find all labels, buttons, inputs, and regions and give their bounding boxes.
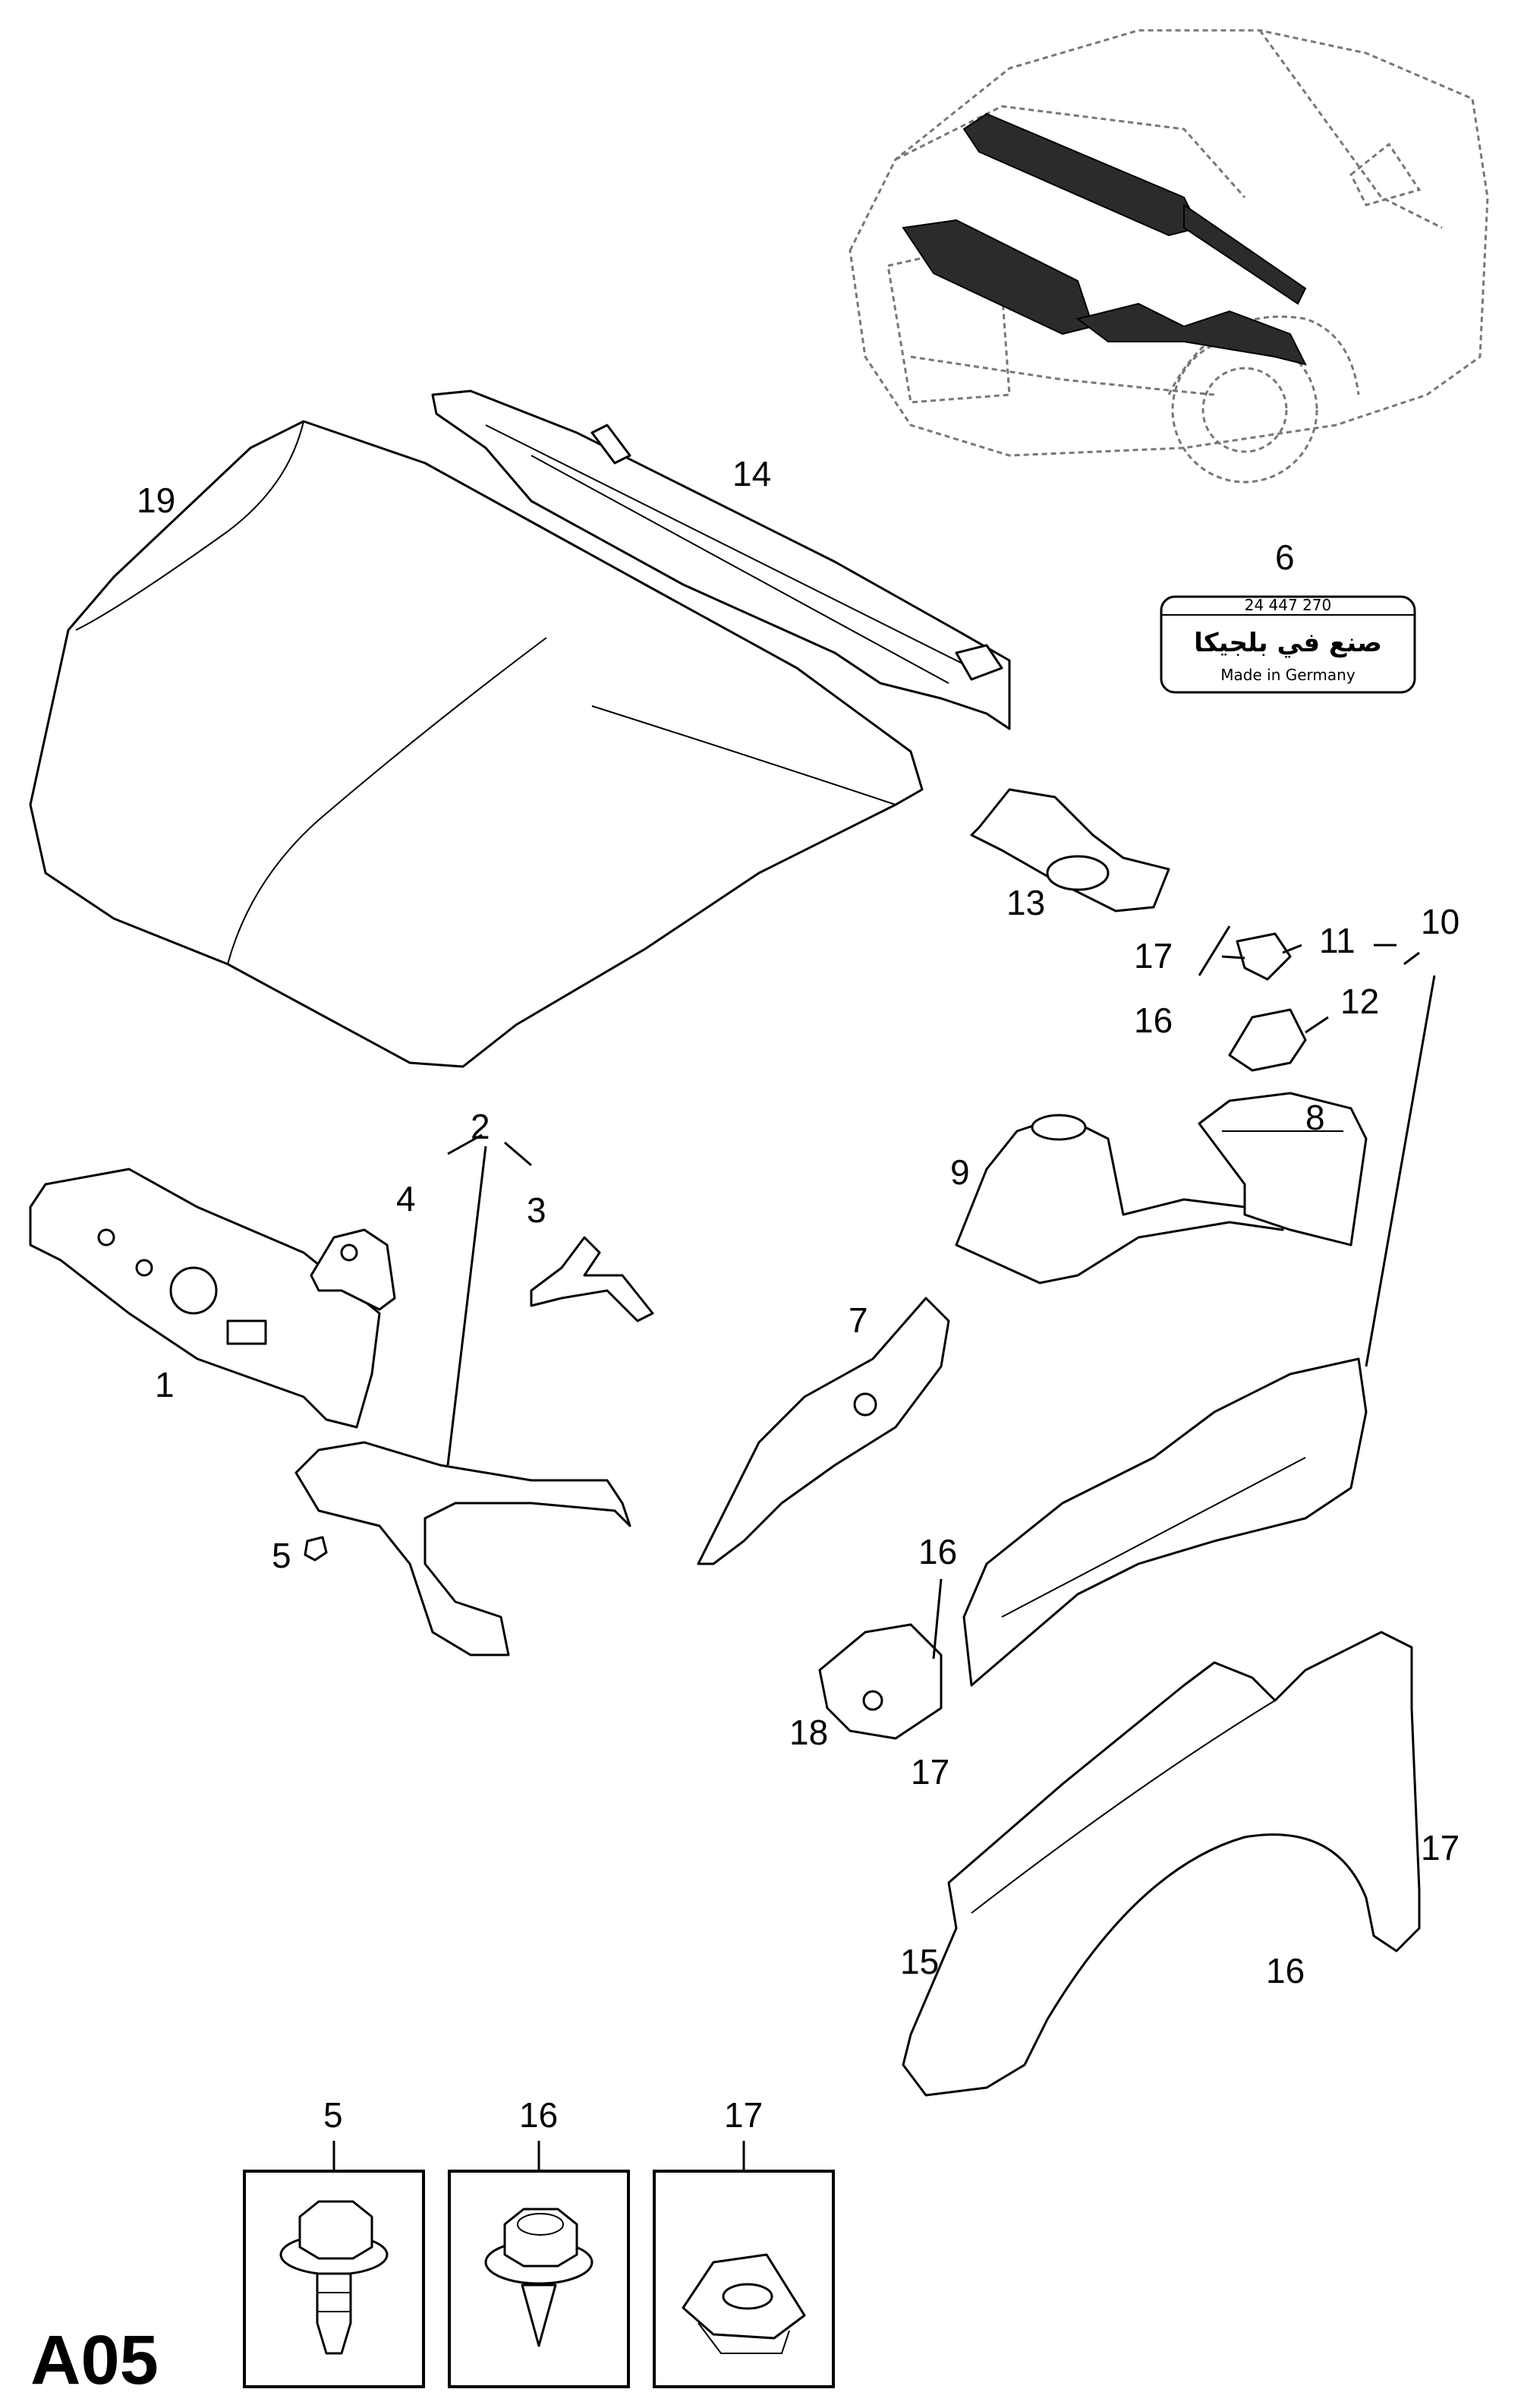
part-2-carrier [294, 1441, 631, 1656]
label-arabic-text: صنع في بلجيكا [1194, 628, 1382, 658]
part-4-bracket [310, 1228, 396, 1311]
callout-12: 12 [1340, 982, 1379, 1021]
callout-14: 14 [732, 454, 771, 493]
hex-bolt-icon [279, 2200, 389, 2355]
callout-7: 7 [849, 1300, 868, 1340]
part-hood [29, 420, 924, 1068]
clip-nut-icon [682, 2253, 806, 2354]
fastener-box-5 [243, 2141, 425, 2388]
label-plate [1160, 595, 1416, 694]
callout-19: 19 [137, 481, 175, 520]
part-7-apron [697, 1297, 950, 1565]
part-5-bolt-small [304, 1536, 328, 1562]
part-10-inner-panel [962, 1357, 1368, 1687]
callout-16: 16 [1266, 1951, 1305, 1990]
part-11-bracket [1236, 932, 1292, 981]
callout-5: 5 [272, 1536, 291, 1575]
part-front-panel [29, 1168, 381, 1429]
page-code: A05 [30, 2321, 159, 2399]
callout-17: 17 [1134, 936, 1173, 975]
part-cowl-panel [431, 389, 1011, 730]
callout-9: 9 [950, 1152, 970, 1192]
part-13-bracket [970, 788, 1170, 912]
callout-17: 17 [911, 1752, 949, 1792]
label-origin-text: Made in Germany [1220, 666, 1356, 684]
fastener-label-16: 16 [519, 2095, 558, 2135]
hex-screw-icon [484, 2208, 594, 2347]
callout-6: 6 [1275, 537, 1295, 577]
part-18-bracket [818, 1623, 943, 1740]
fastener-label-17: 17 [724, 2095, 763, 2135]
fastener-box-16 [448, 2141, 630, 2388]
callout-1: 1 [155, 1365, 175, 1404]
callout-10: 10 [1421, 902, 1459, 941]
callout-labels: 19 14 6 13 17 11 10 16 12 2 4 3 8 9 7 1 … [137, 454, 1459, 2135]
callout-18: 18 [789, 1713, 828, 1752]
callout-17: 17 [1421, 1828, 1459, 1867]
callout-16: 16 [1134, 1001, 1173, 1040]
callout-3: 3 [527, 1190, 546, 1230]
part-15-fender [902, 1631, 1421, 2097]
label-part-number: 24 447 270 [1245, 596, 1332, 614]
fastener-label-5: 5 [323, 2095, 343, 2135]
callout-8: 8 [1305, 1098, 1325, 1137]
fastener-box-17 [653, 2141, 835, 2388]
part-8-wheelhouse [1198, 1092, 1368, 1247]
callout-13: 13 [1006, 883, 1045, 922]
vehicle-overview-illustration [849, 29, 1489, 484]
callout-15: 15 [900, 1942, 939, 1981]
callout-4: 4 [396, 1179, 416, 1218]
part-12-bracket [1228, 1008, 1307, 1072]
callout-11: 11 [1319, 921, 1356, 960]
callout-16: 16 [918, 1532, 957, 1571]
callout-2: 2 [471, 1107, 490, 1146]
leader-lines [446, 925, 1436, 1659]
part-3-bracket [530, 1236, 654, 1322]
